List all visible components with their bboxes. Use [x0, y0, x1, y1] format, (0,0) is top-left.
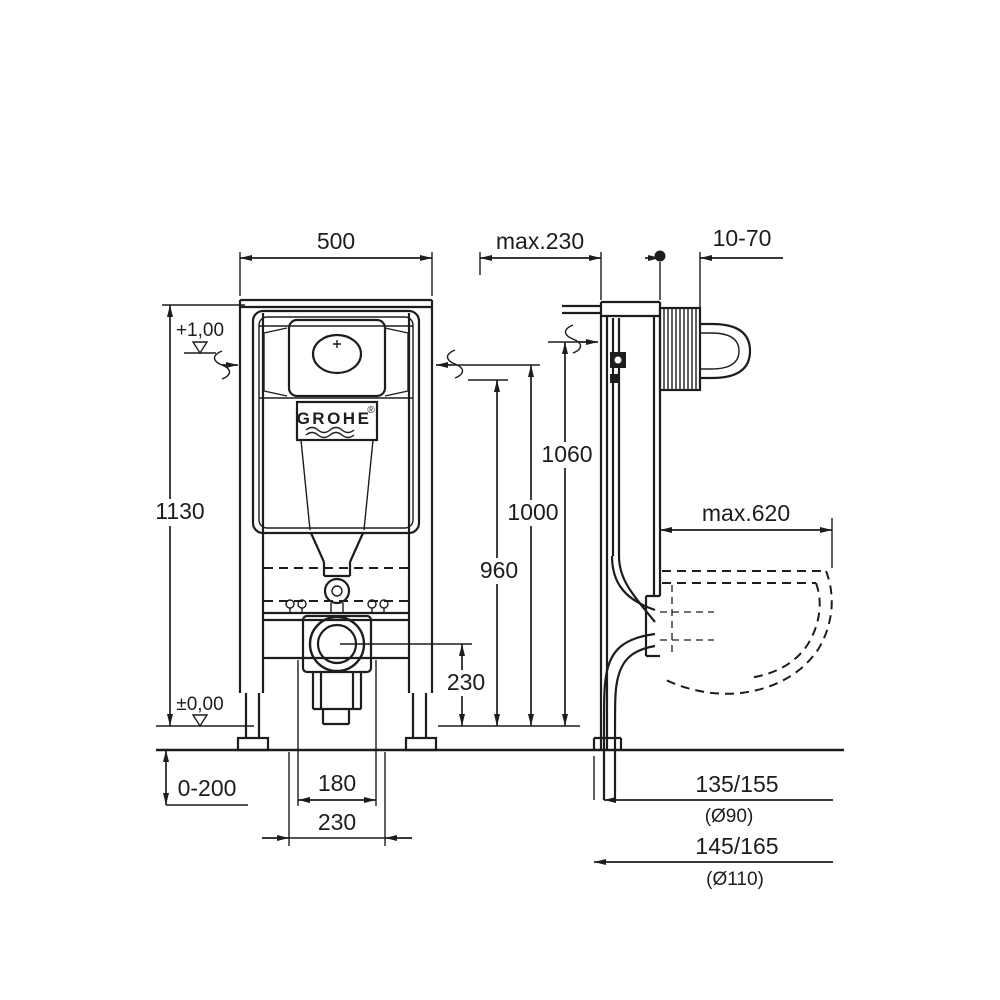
dim-width-label: 500	[317, 228, 355, 254]
flush-button-oval	[311, 333, 363, 375]
dim-bowl-projection-label: max.620	[702, 500, 790, 526]
datum-floor: ±0,00	[176, 694, 224, 728]
dimension-frame-width: 500	[239, 228, 433, 296]
front-view-cistern	[251, 309, 421, 614]
dimension-total-height: 1130	[145, 304, 245, 726]
dimension-height-1060: 1060	[541, 341, 593, 726]
datum-upper: +1,00	[176, 320, 224, 355]
registered-mark: ®	[367, 405, 375, 416]
dimension-spacing-inner: 180	[297, 660, 377, 806]
dim-h1060-label: 1060	[541, 441, 592, 467]
brand-logo-text: GROHE	[297, 409, 372, 428]
dim-h960-label: 960	[480, 557, 518, 583]
finished-wall-reference-dot	[654, 250, 666, 262]
dim-outlet-b-label: 145/165	[695, 833, 778, 859]
dim-h1000-label: 1000	[507, 499, 558, 525]
datum-triangle-icon	[184, 341, 216, 355]
water-inlet-symbol-side	[564, 324, 598, 354]
dimension-height-1000: 1000	[452, 364, 559, 726]
dimension-foot-adjust: 0-200	[163, 750, 248, 806]
flush-actuator-button	[700, 322, 752, 380]
datum-triangle-icon	[191, 714, 209, 728]
dimension-finish-range: 10-70	[645, 225, 783, 316]
dim-finish-range-label: 10-70	[713, 225, 772, 251]
grohe-logo: GROHE ®	[295, 400, 379, 442]
dimension-depth-max: max.230	[479, 228, 602, 300]
side-view-cistern	[593, 318, 656, 800]
side-view-frame	[562, 300, 714, 750]
toilet-bowl-dashed-outline	[662, 570, 833, 695]
dimension-drain-height: 230	[340, 643, 490, 726]
dim-total-height-label: 1130	[155, 498, 204, 524]
datum-upper-label: +1,00	[176, 320, 224, 341]
front-view-frame	[236, 298, 438, 752]
dim-foot-adjust-label: 0-200	[178, 775, 237, 801]
dim-drain-height-label: 230	[447, 669, 485, 695]
flush-plate	[287, 318, 387, 398]
dimension-outlet-a: 135/155 (Ø90)	[604, 771, 833, 827]
dim-spacing-inner-label: 180	[318, 770, 356, 796]
pneumatic-button-housing	[658, 306, 752, 392]
dim-outlet-a-diameter: (Ø90)	[705, 806, 754, 827]
flush-pipe-joint	[323, 577, 351, 605]
dim-spacing-outer-label: 230	[318, 809, 356, 835]
front-view-drain	[285, 599, 389, 726]
dim-outlet-a-label: 135/155	[695, 771, 778, 797]
dimension-outlet-b: 145/165 (Ø110)	[594, 833, 833, 890]
dimension-spacing-outer: 230	[262, 752, 412, 846]
datum-floor-label: ±0,00	[176, 694, 223, 715]
water-inlet-symbol-right	[436, 349, 464, 379]
adjustable-feet	[236, 693, 438, 752]
dim-depth-label: max.230	[496, 228, 584, 254]
dimension-bowl-projection: max.620	[660, 500, 833, 568]
dimension-height-960: 960	[468, 379, 524, 726]
logo-wave-icon	[305, 426, 355, 434]
water-inlet-symbol-left	[213, 350, 238, 380]
dim-outlet-b-diameter: (Ø110)	[706, 869, 764, 890]
